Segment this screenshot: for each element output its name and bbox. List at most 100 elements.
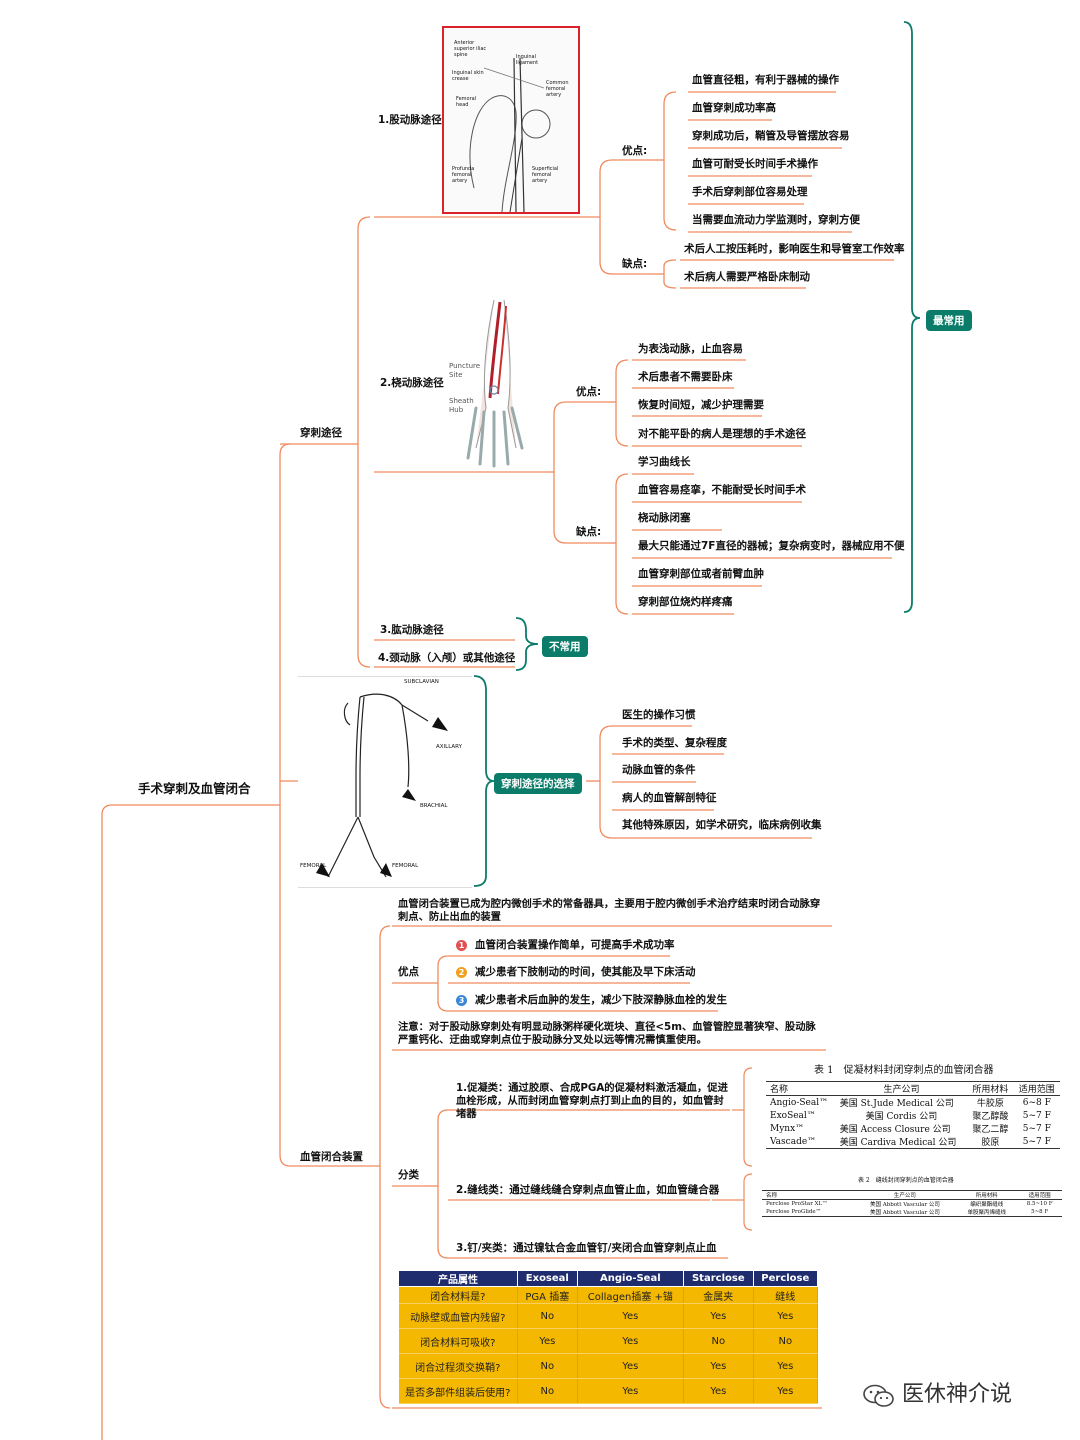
- class-clip[interactable]: 3.钉/夹类：通过镍钛合金血管钉/夹闭合血管穿刺点止血: [456, 1242, 717, 1254]
- product-header: Starclose: [683, 1270, 754, 1287]
- uncommon-tag[interactable]: 不常用: [542, 636, 588, 657]
- radial-pro-2[interactable]: 术后患者不需要卧床: [638, 371, 733, 383]
- product-header: Angio-Seal: [576, 1270, 685, 1287]
- closure-caution-note[interactable]: 注意：对于股动脉穿刺处有明显动脉粥样硬化斑块、直径<5m、血管管腔显著狭窄、股动…: [398, 1021, 816, 1046]
- number-badge-2: 2: [456, 966, 467, 978]
- radial-con-4[interactable]: 最大只能通过7F直径的器械；复杂病变时，器械应用不便: [638, 540, 905, 552]
- vessel-label-femoral-left: FEMORAL: [300, 863, 327, 869]
- table2-header: 名称: [766, 1193, 778, 1199]
- femoral-pro-5[interactable]: 手术后穿刺部位容易处理: [692, 186, 808, 198]
- table1-header: 所用材料: [972, 1085, 1009, 1095]
- watermark: 医休神介说: [862, 1376, 1012, 1408]
- radial-con-6[interactable]: 穿刺部位烧灼样疼痛: [638, 596, 733, 608]
- product-header: Exoseal: [517, 1270, 578, 1287]
- femoral-pro-1[interactable]: 血管直径粗，有利于器械的操作: [692, 74, 839, 86]
- femoral-anatomy-image: [442, 26, 580, 214]
- most-common-tag[interactable]: 最常用: [926, 310, 972, 331]
- radial-img-label-1: Puncture Site: [449, 362, 481, 379]
- femoral-artery-illustration: [469, 57, 551, 213]
- carotid-route-node[interactable]: 4.颈动脉（入颅）或其他途径: [378, 652, 516, 664]
- femoral-pro-4[interactable]: 血管可耐受长时间手术操作: [692, 158, 818, 170]
- vessel-label-subclavian: SUBCLAVIAN: [404, 679, 439, 685]
- femoral-img-label-4: Common femoral artery: [546, 80, 569, 98]
- class-procoagulant[interactable]: 1.促凝类：通过胶原、合成PGA的促凝材料激活凝血，促进血栓形成，从而封闭血管穿…: [456, 1082, 728, 1120]
- table1-title: 表 1 促凝材料封闭穿刺点的血管闭合器: [814, 1065, 994, 1076]
- table1-header: 生产公司: [883, 1085, 920, 1095]
- closure-node[interactable]: 血管闭合装置: [300, 1151, 363, 1163]
- root-node[interactable]: 手术穿刺及血管闭合: [138, 781, 251, 796]
- femoral-pro-6[interactable]: 当需要血流动力学监测时，穿刺方便: [692, 214, 860, 226]
- radial-pros-label[interactable]: 优点:: [576, 386, 602, 398]
- femoral-pros-label[interactable]: 优点:: [622, 145, 648, 157]
- femoral-img-label-5: Femoral head: [456, 96, 477, 108]
- vessel-label-axillary: AXILLARY: [436, 744, 462, 750]
- product-header: Perclose: [752, 1270, 819, 1287]
- table2-header: 生产公司: [893, 1193, 916, 1199]
- table-row: 闭合材料是? PGA 插塞 Collagen插塞 +锚 金属夹 缝线: [398, 1286, 819, 1304]
- radial-pro-3[interactable]: 恢复时间短，减少护理需要: [638, 399, 764, 411]
- table1-header: 适用范围: [1018, 1085, 1055, 1095]
- femoral-img-label-2: Inguinal ligament: [516, 54, 539, 66]
- puncture-node[interactable]: 穿刺途径: [300, 427, 342, 439]
- table-row: 动脉壁或血管内残留? No Yes Yes Yes: [398, 1303, 819, 1329]
- table2-header: 所用材料: [975, 1193, 998, 1199]
- femoral-img-label-7: Superficial femoral artery: [532, 166, 559, 184]
- femoral-pro-2[interactable]: 血管穿刺成功率高: [692, 102, 776, 114]
- femoral-img-label-3: Inguinal skin crease: [452, 70, 484, 82]
- table1-header: 名称: [770, 1085, 789, 1095]
- table-row: 闭合过程须交换鞘? No Yes Yes Yes: [398, 1353, 819, 1379]
- radial-con-5[interactable]: 血管穿刺部位或者前臂血肿: [638, 568, 764, 580]
- vessel-label-femoral-right: FEMORAL: [392, 863, 419, 869]
- brachial-route-node[interactable]: 3.肱动脉途径: [380, 624, 444, 636]
- femoral-img-label-1: Anterior superior iliac spine: [454, 40, 487, 58]
- radial-route-node[interactable]: 2.桡动脉途径: [380, 377, 444, 389]
- femoral-cons-label[interactable]: 缺点:: [622, 258, 648, 270]
- femoral-route-node[interactable]: 1.股动脉途径: [378, 114, 442, 126]
- selection-item-3[interactable]: 动脉血管的条件: [622, 764, 696, 776]
- watermark-text: 医休神介说: [902, 1382, 1013, 1407]
- wechat-icon: [862, 1384, 896, 1407]
- radial-pro-1[interactable]: 为表浅动脉，止血容易: [638, 343, 743, 355]
- femoral-con-2[interactable]: 术后病人需要严格卧床制动: [684, 271, 810, 283]
- table2-title: 表 2 缝线封闭穿刺点的血管闭合器: [858, 1177, 954, 1184]
- vessel-access-image: [298, 676, 472, 888]
- femoral-pro-3[interactable]: 穿刺成功后，鞘管及导管摆放容易: [692, 130, 850, 142]
- table-row: 是否多部件组装后使用? No Yes Yes Yes: [398, 1378, 819, 1404]
- closure-intro[interactable]: 血管闭合装置已成为腔内微创手术的常备器具，主要用于腔内微创手术治疗结束时闭合动脉…: [398, 898, 821, 923]
- selection-item-5[interactable]: 其他特殊原因，如学术研究，临床病例收集: [622, 819, 822, 831]
- radial-con-2[interactable]: 血管容易痉挛，不能耐受长时间手术: [638, 484, 806, 496]
- closure-class-label[interactable]: 分类: [398, 1169, 419, 1181]
- arterial-tree-illustration: [316, 693, 448, 878]
- femoral-img-label-6: Profunda femoral artery: [452, 166, 475, 184]
- radial-con-1[interactable]: 学习曲线长: [638, 456, 691, 468]
- radial-anatomy-image: [446, 298, 546, 468]
- selection-item-4[interactable]: 病人的血管解剖特征: [622, 792, 717, 804]
- closure-pros-label[interactable]: 优点: [398, 966, 419, 978]
- vessel-label-brachial: BRACHIAL: [420, 803, 448, 809]
- forearm-illustration: [466, 299, 524, 468]
- radial-cons-label[interactable]: 缺点:: [576, 526, 602, 538]
- radial-con-3[interactable]: 桡动脉闭塞: [638, 512, 691, 524]
- number-badge-1: 1: [456, 939, 467, 951]
- route-selection-node[interactable]: 穿刺途径的选择: [494, 773, 582, 794]
- product-comparison-table: 产品属性 Exoseal Angio-Seal Starclose Perclo…: [398, 1270, 819, 1404]
- selection-item-1[interactable]: 医生的操作习惯: [622, 709, 696, 721]
- selection-item-2[interactable]: 手术的类型、复杂程度: [622, 737, 727, 749]
- radial-pro-4[interactable]: 对不能平卧的病人是理想的手术途径: [638, 428, 806, 440]
- femoral-con-1[interactable]: 术后人工按压耗时，影响医生和导管室工作效率: [684, 243, 905, 255]
- table2-header: 适用范围: [1028, 1193, 1051, 1199]
- class-suture[interactable]: 2.缝线类：通过缝线缝合穿刺点血管止血，如血管缝合器: [456, 1184, 720, 1196]
